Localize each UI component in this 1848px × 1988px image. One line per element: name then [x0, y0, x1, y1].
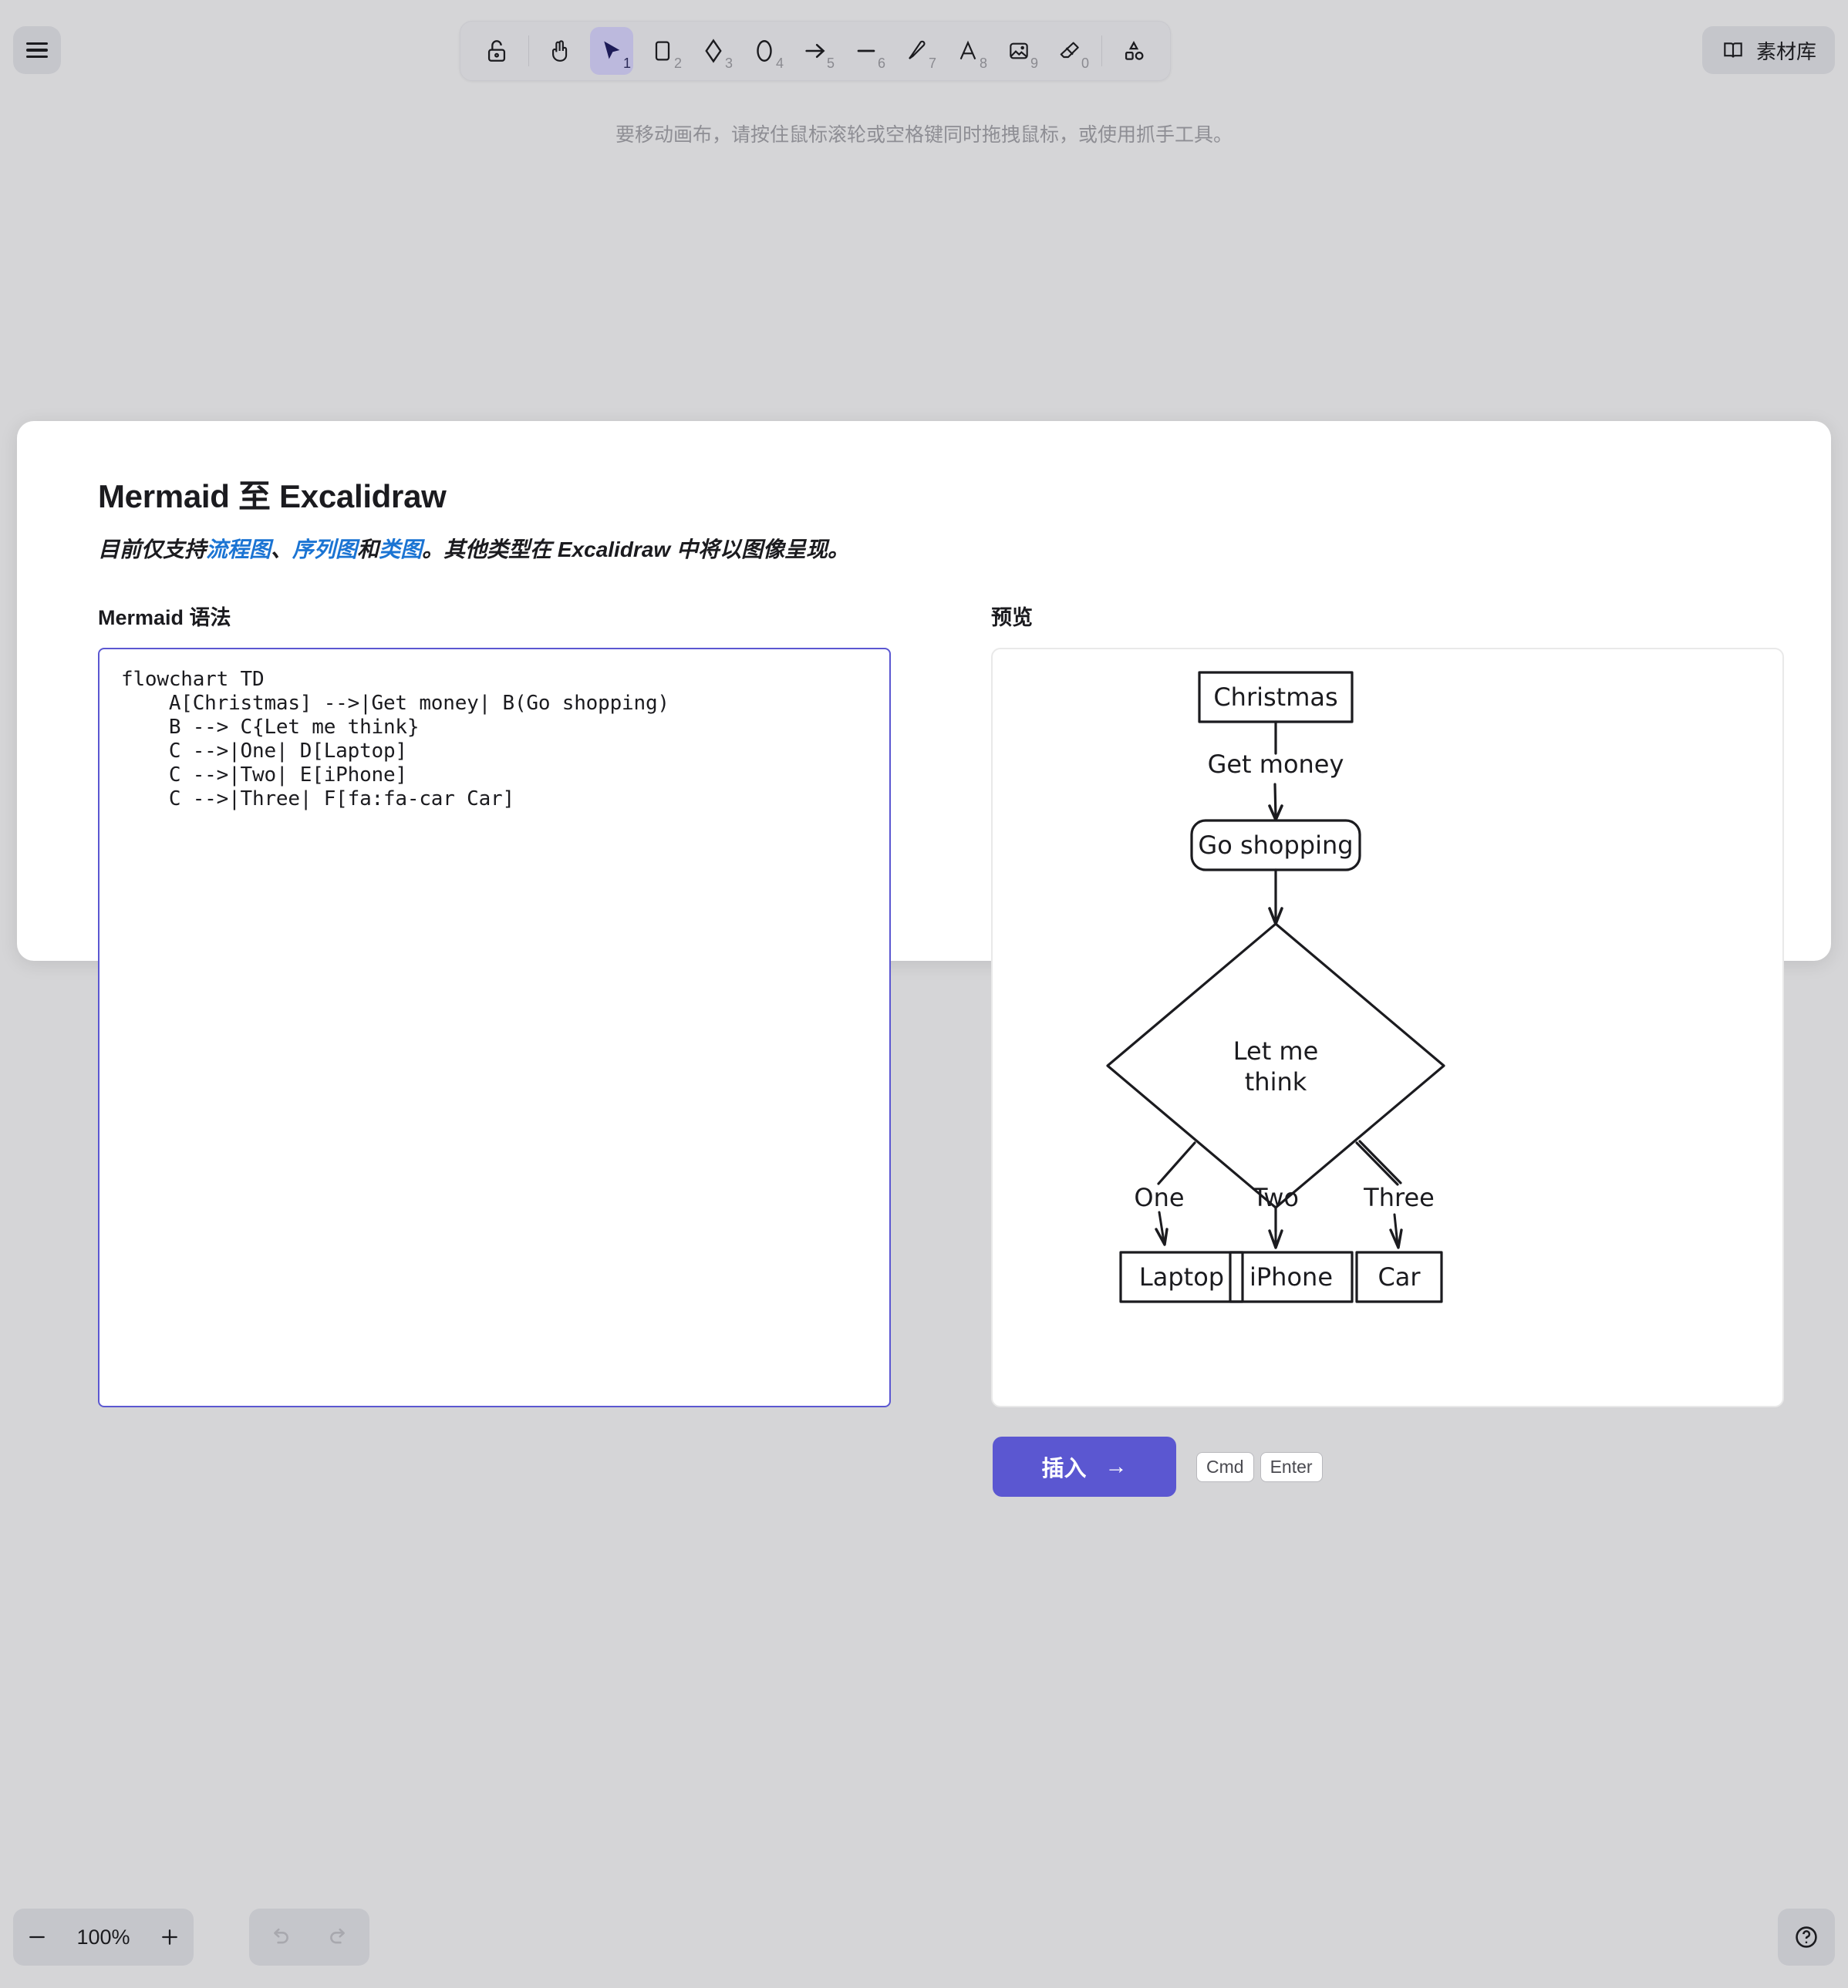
tool-shapes[interactable]	[1112, 27, 1155, 75]
tools-toolbar: 1 2 3 4 5	[460, 21, 1171, 81]
redo-icon	[330, 1928, 345, 1944]
mermaid-dialog: Mermaid 至 Excalidraw 目前仅支持流程图、序列图和类图。其他类…	[17, 421, 1831, 1497]
tool-shortcut: 3	[724, 56, 733, 71]
insert-button[interactable]: 插入 →	[993, 1437, 1176, 1497]
edge-label-three: Three	[1363, 1183, 1435, 1212]
pencil-icon	[909, 40, 926, 59]
tool-line[interactable]: 6	[845, 27, 888, 75]
diamond-icon	[705, 39, 722, 63]
undo-icon	[274, 1928, 288, 1944]
label-car: Car	[1378, 1262, 1421, 1292]
insert-arrow-icon: →	[1104, 1454, 1128, 1479]
edge-label-two: Two	[1252, 1183, 1299, 1212]
tool-image[interactable]: 9	[997, 27, 1040, 75]
zoom-level-value[interactable]: 100%	[76, 1925, 130, 1949]
edge-label-get-money: Get money	[1208, 750, 1344, 779]
node-car	[1355, 1251, 1443, 1303]
toolbar-divider-2	[1101, 35, 1102, 66]
tool-hand[interactable]	[539, 27, 582, 75]
history-controls	[249, 1909, 369, 1966]
eraser-icon	[1060, 42, 1079, 59]
preview-column: 预览	[991, 601, 1784, 1497]
dialog-title: Mermaid 至 Excalidraw	[98, 478, 447, 514]
tool-shortcut: 4	[775, 56, 784, 71]
help-circle-icon	[1796, 1926, 1817, 1948]
link-class-diagram[interactable]: 类图	[379, 537, 423, 561]
tool-shortcut: 1	[622, 56, 631, 71]
ellipse-icon	[757, 40, 772, 62]
lock-open-icon	[487, 40, 506, 62]
redo-button[interactable]	[309, 1909, 369, 1966]
tool-eraser[interactable]: 0	[1048, 27, 1091, 75]
link-sequence-diagram[interactable]: 序列图	[292, 537, 358, 561]
label-go-shopping: Go shopping	[1198, 831, 1353, 860]
subtitle-suffix: 。其他类型在 Excalidraw 中将以图像呈现。	[422, 537, 849, 561]
line-icon	[857, 49, 875, 52]
edge-label-one: One	[1134, 1183, 1184, 1212]
editor-column: Mermaid 语法	[98, 601, 891, 1497]
tool-ellipse[interactable]: 4	[743, 27, 786, 75]
mermaid-syntax-input[interactable]	[98, 648, 891, 1407]
library-button-label: 素材库	[1755, 39, 1816, 63]
library-button[interactable]: 素材库	[1701, 26, 1835, 74]
hand-icon	[552, 40, 568, 62]
insert-button-label: 插入	[1041, 1457, 1087, 1481]
label-christmas: Christmas	[1213, 682, 1337, 712]
tool-lock[interactable]	[475, 27, 518, 75]
subtitle-sep1: 、	[271, 537, 293, 561]
cursor-icon	[604, 41, 620, 59]
dialog-subtitle: 目前仅支持流程图、序列图和类图。其他类型在 Excalidraw 中将以图像呈现…	[98, 533, 1750, 564]
subtitle-prefix: 目前仅支持	[98, 537, 207, 561]
undo-button[interactable]	[249, 1909, 309, 1966]
zoom-in-button[interactable]	[146, 1909, 194, 1966]
help-button[interactable]	[1778, 1909, 1835, 1966]
preview-panel: Christmas Get money Go shopping Let me t…	[991, 648, 1784, 1407]
label-iphone: iPhone	[1249, 1262, 1333, 1292]
toolbar-divider	[528, 35, 529, 66]
key-enter: Enter	[1260, 1451, 1323, 1482]
label-let-me-think-1: Let me	[1233, 1036, 1319, 1066]
tool-shortcut: 6	[877, 56, 885, 71]
hamburger-icon	[26, 42, 48, 58]
node-let-me-think	[1106, 922, 1445, 1209]
tool-shortcut: 9	[1030, 56, 1038, 71]
book-icon	[1724, 42, 1742, 58]
minus-icon	[29, 1936, 45, 1939]
tool-selection[interactable]: 1	[590, 27, 633, 75]
flowchart-preview: Christmas Get money Go shopping Let me t…	[1106, 671, 1445, 1303]
tool-rectangle[interactable]: 2	[641, 27, 684, 75]
dialog-actions: 插入 → Cmd Enter	[991, 1437, 1784, 1497]
subtitle-sep2: 和	[357, 537, 379, 561]
tool-draw[interactable]: 7	[895, 27, 939, 75]
node-laptop	[1119, 1251, 1244, 1303]
main-menu-button[interactable]	[13, 26, 61, 74]
key-cmd: Cmd	[1196, 1451, 1254, 1482]
tool-shortcut: 0	[1081, 56, 1089, 71]
label-let-me-think-2: think	[1245, 1067, 1307, 1097]
tool-text[interactable]: 8	[946, 27, 990, 75]
rectangle-icon	[655, 41, 670, 61]
tool-shortcut: 2	[673, 56, 682, 71]
canvas-hint-text: 要移动画布，请按住鼠标滚轮或空格键同时拖拽鼠标，或使用抓手工具。	[615, 124, 1233, 146]
dialog-content: Mermaid 至 Excalidraw 目前仅支持流程图、序列图和类图。其他类…	[17, 421, 1831, 1497]
node-iphone	[1229, 1251, 1354, 1303]
plus-icon	[162, 1929, 177, 1945]
text-icon	[959, 40, 976, 60]
arrow-icon	[805, 43, 825, 59]
preview-label: 预览	[991, 606, 1033, 629]
label-laptop: Laptop	[1139, 1262, 1224, 1292]
image-icon	[1010, 42, 1028, 59]
tool-arrow[interactable]: 5	[794, 27, 837, 75]
editor-label: Mermaid 语法	[98, 606, 231, 629]
tool-diamond[interactable]: 3	[692, 27, 735, 75]
zoom-controls: 100%	[13, 1909, 194, 1966]
tool-shortcut: 5	[826, 56, 835, 71]
tool-shortcut: 8	[979, 56, 987, 71]
zoom-out-button[interactable]	[13, 1909, 61, 1966]
tool-shortcut: 7	[928, 56, 936, 71]
shortcut-hint: Cmd Enter	[1196, 1451, 1323, 1482]
link-flowchart[interactable]: 流程图	[206, 537, 271, 561]
dialog-columns: Mermaid 语法 预览	[98, 601, 1784, 1497]
shapes-icon	[1125, 41, 1144, 60]
